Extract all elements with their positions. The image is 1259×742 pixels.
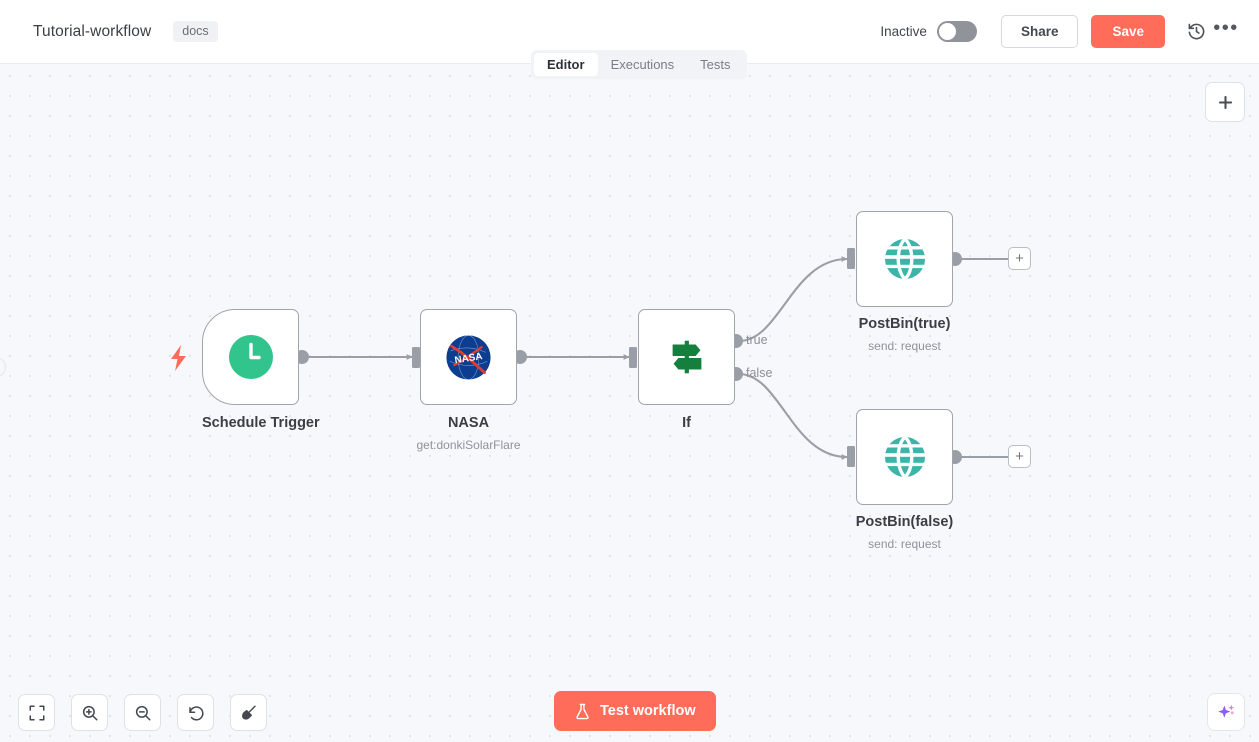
zoom-in-icon[interactable] <box>71 694 108 731</box>
share-button[interactable]: Share <box>1000 15 1079 48</box>
node-subtitle-nasa: get:donkiSolarFlare <box>416 438 521 452</box>
zoom-out-icon[interactable] <box>124 694 161 731</box>
connection-if-false-to-postbin-false <box>738 372 855 467</box>
toggle-knob <box>938 23 956 40</box>
connection-trigger-to-nasa <box>303 347 420 368</box>
svg-text:NASA: NASA <box>454 351 483 366</box>
node-nasa[interactable]: NASA <box>420 309 517 405</box>
activation-status-label: Inactive <box>880 24 927 39</box>
save-button[interactable]: Save <box>1091 15 1165 48</box>
node-postbin-true[interactable] <box>856 211 953 307</box>
header-actions: Inactive Share Save ••• <box>880 15 1259 48</box>
view-tabs: Editor Executions Tests <box>531 50 747 79</box>
globe-icon <box>882 236 927 282</box>
workflow-tag-docs[interactable]: docs <box>173 21 218 42</box>
clock-icon <box>228 335 273 379</box>
history-icon[interactable] <box>1181 17 1211 47</box>
fit-screen-icon[interactable] <box>18 694 55 731</box>
nasa-logo-icon: NASA <box>446 334 491 380</box>
sparkle-icon <box>1217 704 1234 718</box>
signpost-icon <box>672 340 701 374</box>
workflow-title[interactable]: Tutorial-workflow <box>33 22 152 40</box>
undo-icon[interactable] <box>177 694 214 731</box>
activation-toggle[interactable] <box>936 21 977 42</box>
more-options-icon[interactable]: ••• <box>1213 16 1239 39</box>
node-label-if: If <box>682 415 691 431</box>
broom-icon[interactable] <box>230 694 267 731</box>
test-workflow-label: Test workflow <box>600 703 696 719</box>
tab-editor[interactable]: Editor <box>534 53 598 76</box>
node-if[interactable] <box>638 309 735 405</box>
ai-assistant-button[interactable] <box>1207 693 1245 731</box>
globe-icon <box>882 434 927 480</box>
node-subtitle-postbin-true: send: request <box>868 339 941 353</box>
node-label-postbin-true: PostBin(true) <box>858 316 951 332</box>
output-label-false: false <box>746 366 773 380</box>
node-label-nasa: NASA <box>447 415 490 431</box>
trigger-bolt-icon <box>170 345 187 376</box>
node-label-postbin-false: PostBin(false) <box>855 514 954 530</box>
add-node-after-postbin-true[interactable]: + <box>1008 247 1031 270</box>
connection-if-true-to-postbin-true <box>738 248 855 343</box>
add-node-button[interactable] <box>1205 82 1245 122</box>
node-schedule-trigger[interactable] <box>202 309 299 405</box>
output-label-true: true <box>746 333 768 347</box>
workflow-canvas[interactable]: Schedule Trigger NASA NASA get:donkiSola… <box>0 64 1259 742</box>
flask-icon <box>576 703 589 719</box>
canvas-zoom-toolbar <box>18 694 267 731</box>
app-header: Tutorial-workflow docs Inactive Share Sa… <box>0 0 1259 64</box>
node-postbin-false[interactable] <box>856 409 953 505</box>
node-subtitle-postbin-false: send: request <box>868 537 941 551</box>
test-workflow-button[interactable]: Test workflow <box>554 691 716 731</box>
node-label-schedule-trigger: Schedule Trigger <box>202 415 320 431</box>
tab-tests[interactable]: Tests <box>687 53 743 76</box>
connection-nasa-to-if <box>521 347 637 368</box>
tab-executions[interactable]: Executions <box>598 53 688 76</box>
connection-layer <box>295 248 1008 467</box>
add-node-after-postbin-false[interactable]: + <box>1008 445 1031 468</box>
